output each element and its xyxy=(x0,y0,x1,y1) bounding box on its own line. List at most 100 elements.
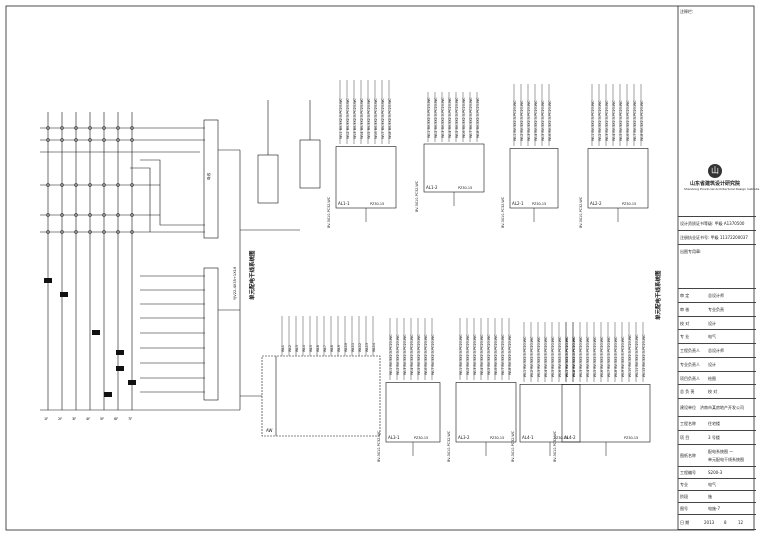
panel-box xyxy=(509,148,559,209)
circuit-label: WL3 BV-3X2.5-PC20-WC xyxy=(473,334,477,375)
sign-row-role: 设计 xyxy=(708,361,716,367)
circuit-label: WL5 BV-3X2.5-PC20-WC xyxy=(487,334,491,375)
drawing-title: 单元配电干线系统图 xyxy=(248,250,256,300)
breaker-symbol-icon xyxy=(88,230,92,234)
feeder-label: BV-3X10-PC32-WC xyxy=(377,430,381,462)
meter-block-icon xyxy=(92,330,100,335)
panel-model: PZ30-15 xyxy=(624,436,638,440)
breaker-symbol-icon xyxy=(74,213,78,217)
circuit-label: WL9 BV-3X2.5-PC20-WC xyxy=(621,336,625,377)
breaker-symbol-icon xyxy=(102,213,106,217)
panel-name: AL2-2 xyxy=(590,201,602,206)
cert-row-1: 设计资质证书等级: 甲级 A1370500 xyxy=(678,216,756,230)
floor-label: 6F xyxy=(114,417,118,421)
meter-block-icon xyxy=(116,350,124,355)
circuit-label: WL5 BV-3X2.5-PC20-WC xyxy=(593,336,597,377)
circuit-label: WL6 BV-3X2.5-PC20-WC xyxy=(462,97,466,138)
meter-box-circuit: WL5 xyxy=(309,345,313,352)
circuit-label: WL7 BV-3X2.5-PC20-WC xyxy=(607,336,611,377)
circuit-label: WL7 BV-3X2.5-PC20-WC xyxy=(501,334,505,375)
sign-row-label: 审 核 xyxy=(680,306,690,312)
circuit-label: WL7 BV-3X2.5-PC20-WC xyxy=(565,336,569,377)
sign-row-label: 专 业 xyxy=(680,334,690,340)
sign-row: 审 定总设计师 xyxy=(678,288,756,302)
circuit-label: WL4 BV-3X2.5-PC20-WC xyxy=(448,97,452,138)
meter-box-circuit: WL9 xyxy=(337,345,341,352)
breaker-symbol-icon xyxy=(102,138,106,142)
circuit-label: WL12 BV-3X2.5-PC20-WC xyxy=(642,334,646,377)
sign-row: 校 对设计 xyxy=(678,315,756,330)
item-row: 项 目 3 号楼 xyxy=(678,430,756,444)
circuit-label: WL1 BV-3X2.5-PC20-WC xyxy=(389,334,393,375)
breaker-symbol-icon xyxy=(88,213,92,217)
circuit-label: WL1 BV-3X2.5-PC20-WC xyxy=(427,97,431,138)
panel-name: AL1-2 xyxy=(426,185,438,190)
meter-box-circuit: WL14 xyxy=(372,343,376,352)
circuit-label: WL4 BV-3X2.5-PC20-WC xyxy=(586,336,590,377)
client-row: 建设单位 济南市某房地产开发公司 xyxy=(678,398,756,416)
circuit-label: WL7 BV-3X2.5-PC20-WC xyxy=(633,100,637,141)
floor-label: 7F xyxy=(128,417,132,421)
circuit-label: WL1 BV-3X2.5-PC20-WC xyxy=(459,334,463,375)
feeder-label: BV-3X10-PC32-WC xyxy=(501,196,505,228)
breaker-symbol-icon xyxy=(102,183,106,187)
circuit-label: WL3 BV-3X2.5-PC20-WC xyxy=(353,98,357,139)
circuit-label: WL1 BV-3X2.5-PC20-WC xyxy=(591,100,595,141)
breaker-symbol-icon xyxy=(60,213,64,217)
circuit-label: WL8 BV-3X2.5-PC20-WC xyxy=(508,334,512,375)
floor-label: 5F xyxy=(100,417,104,421)
sign-row-label: 工程负责人 xyxy=(680,348,700,353)
sign-row: 总 负 责校 对 xyxy=(678,384,756,398)
panel-name: AL1-1 xyxy=(338,201,350,206)
riser-diagram xyxy=(40,112,241,411)
circuit-label: WL2 BV-3X2.5-PC20-WC xyxy=(572,336,576,377)
panel-model: PZ30-15 xyxy=(414,436,428,440)
circuit-label: WL3 BV-3X2.5-PC20-WC xyxy=(579,336,583,377)
breaker-symbol-icon xyxy=(116,126,120,130)
circuit-label: WL8 BV-3X2.5-PC20-WC xyxy=(388,98,392,139)
meter-box-circuit: WL2 xyxy=(288,345,292,352)
sign-row: 审 核 专业负责 xyxy=(678,301,756,316)
breaker-symbol-icon xyxy=(116,138,120,142)
circuit-label: WL8 BV-3X2.5-PC20-WC xyxy=(476,97,480,138)
circuit-label: WL8 BV-3X2.5-PC20-WC xyxy=(640,100,644,141)
cert-row-3: 出图专用章: xyxy=(678,244,756,288)
meter-block-icon xyxy=(44,278,52,283)
breaker-symbol-icon xyxy=(74,126,78,130)
circuit-label: WL5 BV-3X2.5-PC20-WC xyxy=(551,336,555,377)
circuit-label: WL6 BV-3X2.5-PC20-WC xyxy=(374,98,378,139)
circuit-label: WL3 BV-3X2.5-PC20-WC xyxy=(403,334,407,375)
circuit-label: WL3 BV-3X2.5-PC20-WC xyxy=(605,100,609,141)
circuit-label: WL4 BV-3X2.5-PC20-WC xyxy=(360,98,364,139)
project-no-row: 工程编号 S200-3 xyxy=(678,466,756,478)
panel-model: PZ30-15 xyxy=(370,202,384,206)
circuit-label: WL3 BV-3X2.5-PC20-WC xyxy=(527,100,531,141)
panel-box xyxy=(561,384,651,443)
breaker-symbol-icon xyxy=(46,213,50,217)
meter-block-icon xyxy=(128,380,136,385)
feeder-label: BV-3X10-PC32-WC xyxy=(511,430,515,462)
circuit-label: WL7 BV-3X2.5-PC20-WC xyxy=(431,334,435,375)
institute-logo-icon: 山 xyxy=(708,164,722,178)
circuit-label: WL2 BV-3X2.5-PC20-WC xyxy=(466,334,470,375)
meter-box-circuit: WL4 xyxy=(302,345,306,352)
circuit-label: WL2 BV-3X2.5-PC20-WC xyxy=(434,97,438,138)
meter-box-circuit: WL11 xyxy=(351,343,355,352)
meter-box-circuit: WL8 xyxy=(330,345,334,352)
sign-row-role: 校 对 xyxy=(708,389,718,395)
panel-box xyxy=(385,382,441,443)
circuit-label: WL2 BV-3X2.5-PC20-WC xyxy=(530,336,534,377)
panel-name: AL4-1 xyxy=(522,435,534,440)
meter-box xyxy=(240,355,381,437)
sign-row: 专 业电气 xyxy=(678,329,756,343)
stage-row: 阶段 施 xyxy=(678,490,756,502)
breaker-symbol-icon xyxy=(60,230,64,234)
circuit-label: WL6 BV-3X2.5-PC20-WC xyxy=(626,100,630,141)
sign-row-role: 专业负责 xyxy=(708,306,724,312)
breaker-symbol-icon xyxy=(130,213,134,217)
floor-label: 2F xyxy=(58,417,62,421)
breaker-symbol-icon xyxy=(130,126,134,130)
sign-row-label: 总 负 责 xyxy=(680,389,695,395)
